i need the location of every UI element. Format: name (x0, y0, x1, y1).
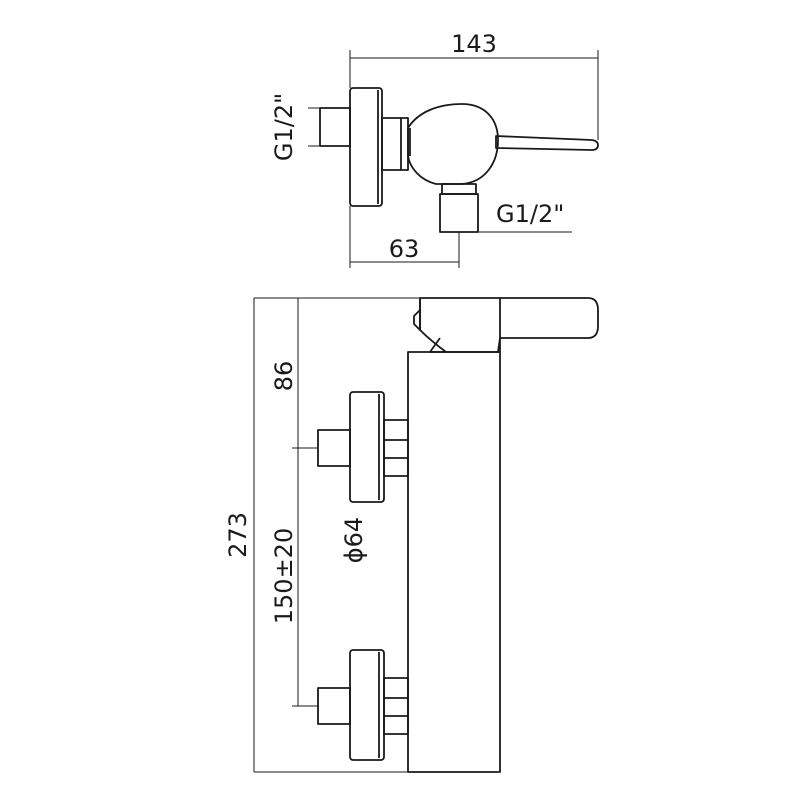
outlet-spigot (439, 193, 479, 233)
lower-inlet-spigot (317, 687, 351, 725)
upper-nut (383, 419, 409, 477)
upper-inlet-spigot (317, 429, 351, 467)
lower-nut (383, 677, 409, 735)
dimension-label-outlet-thread: G1/2" (496, 200, 564, 228)
dimension-label-273: 273 (224, 512, 252, 558)
hex-nut (381, 117, 409, 171)
mixer-body (407, 103, 499, 185)
dimension-label-inlet-thread: G1/2" (270, 93, 298, 161)
inlet-spigot (319, 107, 351, 147)
dimension-label-63: 63 (389, 235, 420, 263)
outlet-nut (441, 183, 477, 195)
dimension-label-150: 150±20 (270, 528, 298, 624)
head-neck (429, 337, 446, 353)
lever-handle (495, 135, 599, 151)
front-view: 273 86 150±20 ϕ64 (224, 297, 599, 773)
mixer-column (407, 351, 501, 773)
top-view: 143 G1/2" G1/2" 63 (270, 30, 599, 268)
mixer-head (419, 297, 599, 353)
dimension-label-86: 86 (270, 361, 298, 392)
cartridge-cap (413, 309, 421, 331)
dimension-label-143: 143 (451, 30, 497, 58)
dimension-label-diameter: ϕ64 (340, 517, 368, 563)
